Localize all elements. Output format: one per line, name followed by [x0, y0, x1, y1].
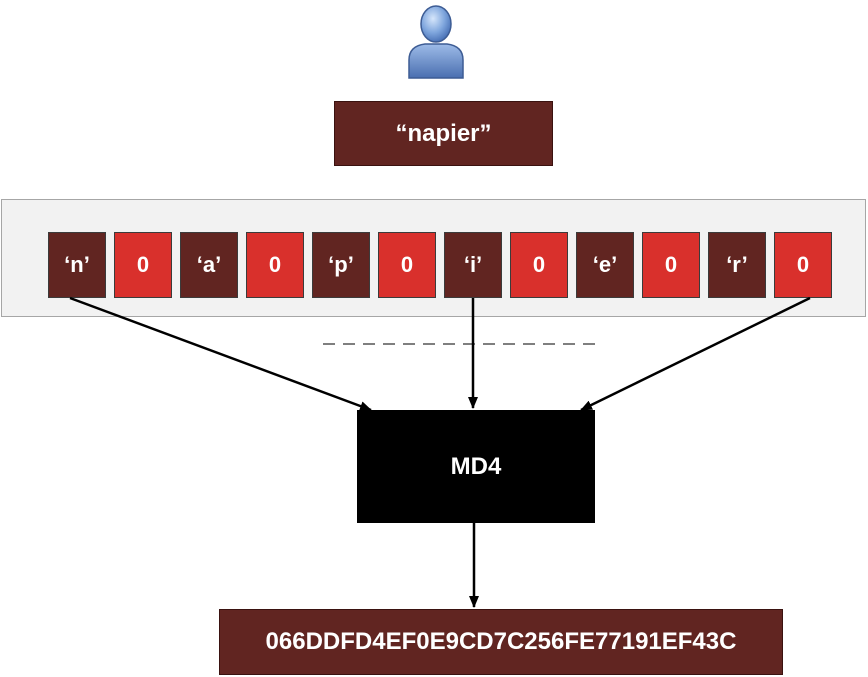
byte-cell-char: ‘e’ — [576, 232, 634, 298]
user-icon — [403, 2, 469, 80]
byte-cell-char: ‘n’ — [48, 232, 106, 298]
password-box: “napier” — [334, 101, 553, 166]
byte-cell-char: ‘r’ — [708, 232, 766, 298]
arrow-first-byte — [69, 296, 372, 412]
byte-cell-char: ‘i’ — [444, 232, 502, 298]
byte-cell-char: ‘a’ — [180, 232, 238, 298]
byte-cell-zero: 0 — [774, 232, 832, 298]
byte-cell-zero: 0 — [114, 232, 172, 298]
hash-output-box: 066DDFD4EF0E9CD7C256FE77191EF43C — [219, 609, 783, 675]
byte-cell-char: ‘p’ — [312, 232, 370, 298]
md4-function-box: MD4 — [357, 410, 595, 523]
arrow-last-byte — [580, 296, 811, 412]
byte-cell-zero: 0 — [378, 232, 436, 298]
md4-label: MD4 — [450, 452, 502, 480]
byte-cell-zero: 0 — [510, 232, 568, 298]
byte-cell-zero: 0 — [642, 232, 700, 298]
password-label: “napier” — [395, 119, 492, 147]
hash-output-text: 066DDFD4EF0E9CD7C256FE77191EF43C — [265, 628, 737, 655]
byte-cell-zero: 0 — [246, 232, 304, 298]
